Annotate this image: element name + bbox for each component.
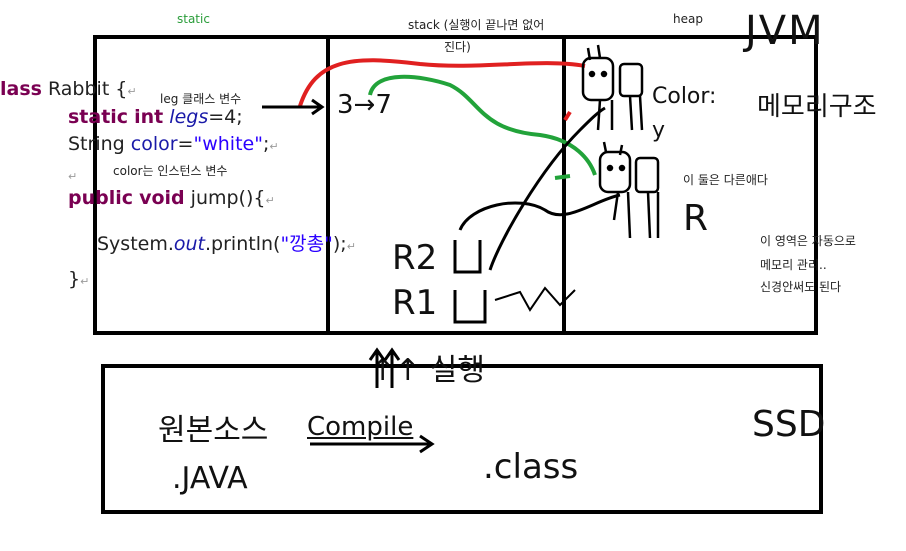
- compile-label: Compile: [307, 412, 414, 442]
- auto-memory-note-1: 이 영역은 자동으로: [760, 234, 856, 248]
- legs-arrow-head: [311, 98, 325, 116]
- different-objects-note: 이 둘은 다른애다: [683, 173, 768, 187]
- stack-heap-divider: [562, 35, 566, 335]
- r2-reference-curve: [458, 193, 621, 231]
- r2-box-stroke: [453, 240, 482, 274]
- r2-reference: R2: [392, 238, 438, 278]
- address-scribble: [494, 286, 576, 312]
- legs-value: =4;: [208, 106, 243, 128]
- red-reference-curve: [298, 58, 586, 107]
- white-string: "white": [193, 133, 263, 155]
- heap-area-label: heap: [673, 12, 703, 26]
- int-keyword: int: [134, 106, 164, 128]
- closing-brace: }: [68, 268, 81, 290]
- rabbit-object-2: [598, 141, 660, 239]
- jvm-title: JVM: [745, 8, 825, 54]
- code-line-6: }↵: [68, 268, 89, 290]
- return-mark: ↵: [346, 240, 356, 253]
- system-class: System.: [97, 233, 174, 255]
- compile-arrow: [310, 434, 435, 454]
- code-line-3: String color="white";↵: [68, 133, 279, 155]
- class-file-label: .class: [483, 447, 579, 487]
- code-line-2: static int legs=4;: [68, 106, 243, 128]
- class-name: Rabbit {: [41, 78, 128, 100]
- string-type: String: [68, 133, 131, 155]
- return-mark: ↵: [265, 194, 275, 207]
- stack-area-label-line2: 진다): [444, 40, 471, 54]
- public-keyword: public: [68, 187, 134, 209]
- jvm-memory-box: [93, 35, 818, 335]
- return-mark: ↵: [68, 170, 78, 183]
- execution-label: ↑↑ 실행: [370, 353, 486, 388]
- code-line-4: public void jump(){↵: [68, 187, 275, 209]
- java-file-label: .JAVA: [172, 461, 248, 496]
- legs-field: legs: [169, 106, 209, 128]
- auto-memory-note-2: 메모리 관리..: [760, 258, 827, 272]
- println-call: .println(: [205, 233, 281, 255]
- auto-memory-note-3: 신경안써도 된다: [760, 280, 842, 294]
- ssd-box: [101, 364, 823, 514]
- out-field: out: [173, 233, 206, 255]
- call-end: );: [332, 233, 347, 255]
- green-tick: [554, 174, 571, 180]
- void-keyword: void: [139, 187, 185, 209]
- class-keyword: lass: [0, 78, 42, 100]
- color-field: color: [130, 133, 178, 155]
- source-label: 원본소스: [158, 413, 269, 448]
- r1-box-stroke: [453, 290, 487, 324]
- r-object-label: R: [683, 198, 709, 239]
- rabbit-object-1: [581, 44, 644, 131]
- static-stack-divider: [326, 35, 330, 335]
- semicolon: ;: [262, 133, 270, 155]
- code-line-1: lass Rabbit {↵: [0, 78, 137, 100]
- code-line-5: System.out.println("깡총");↵: [97, 229, 356, 256]
- green-reference-curve: [368, 74, 597, 176]
- r1-reference: R1: [392, 283, 438, 323]
- leg-class-variable-note: leg 클래스 변수: [160, 92, 242, 106]
- color-y-label: Color: y: [652, 84, 717, 143]
- ssd-label: SSD: [752, 404, 826, 445]
- stack-legs-value-change: 3→7: [337, 90, 392, 120]
- jump-method: jump(){: [184, 187, 266, 209]
- return-mark: ↵: [269, 140, 279, 153]
- return-mark: ↵: [80, 275, 90, 288]
- static-area-label: static: [177, 12, 210, 26]
- r1-reference-curve: [488, 106, 606, 271]
- return-mark: ↵: [127, 85, 137, 98]
- static-keyword: static: [68, 106, 129, 128]
- red-tick: [563, 110, 572, 122]
- memory-structure-title: 메모리구조: [757, 92, 877, 122]
- execution-arrows: [368, 347, 401, 388]
- assign-op: =: [177, 133, 194, 155]
- stack-area-label-line1: stack (실행이 끝나면 없어: [408, 18, 545, 32]
- jump-string: "깡총": [280, 233, 333, 255]
- color-instance-variable-note: color는 인스턴스 변수: [113, 164, 228, 178]
